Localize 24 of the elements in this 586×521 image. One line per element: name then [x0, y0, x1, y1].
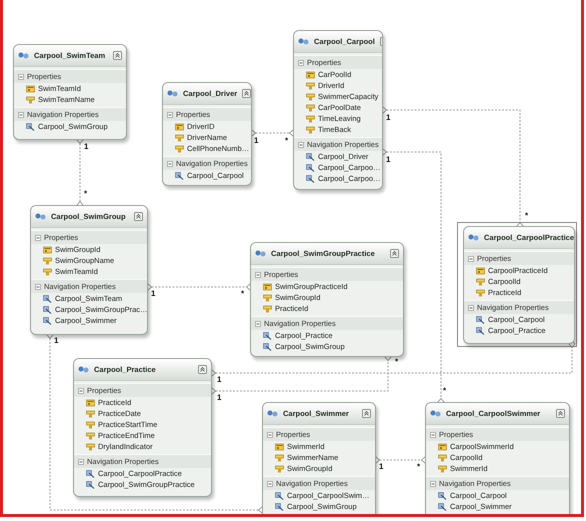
- multiplicity-label: 1: [379, 463, 384, 471]
- multiplicity-label: *: [395, 358, 398, 366]
- entity-card: [293, 30, 383, 190]
- multiplicity-label: 1: [54, 337, 58, 345]
- entity-card: [73, 358, 212, 497]
- entity-card: [162, 82, 252, 186]
- multiplicity-label: *: [84, 190, 88, 198]
- multiplicity-label: 1: [151, 290, 156, 298]
- entity-card: [425, 402, 570, 514]
- multiplicity-label: 1: [84, 143, 88, 151]
- entity-card: [13, 44, 127, 140]
- multiplicity-label: *: [525, 212, 528, 220]
- multiplicity-label: 1: [254, 137, 258, 145]
- multiplicity-label: *: [417, 463, 420, 471]
- multiplicity-label: 1: [386, 114, 390, 122]
- entity-card: [250, 242, 404, 357]
- multiplicity-label: *: [285, 137, 288, 145]
- entity-card: [262, 402, 376, 514]
- multiplicity-label: *: [241, 290, 244, 298]
- multiplicity-label: 1: [217, 376, 222, 384]
- multiplicity-label: 1: [217, 394, 222, 402]
- multiplicity-label: *: [443, 387, 446, 395]
- entity-card: [30, 205, 148, 335]
- multiplicity-label: 1: [386, 156, 390, 164]
